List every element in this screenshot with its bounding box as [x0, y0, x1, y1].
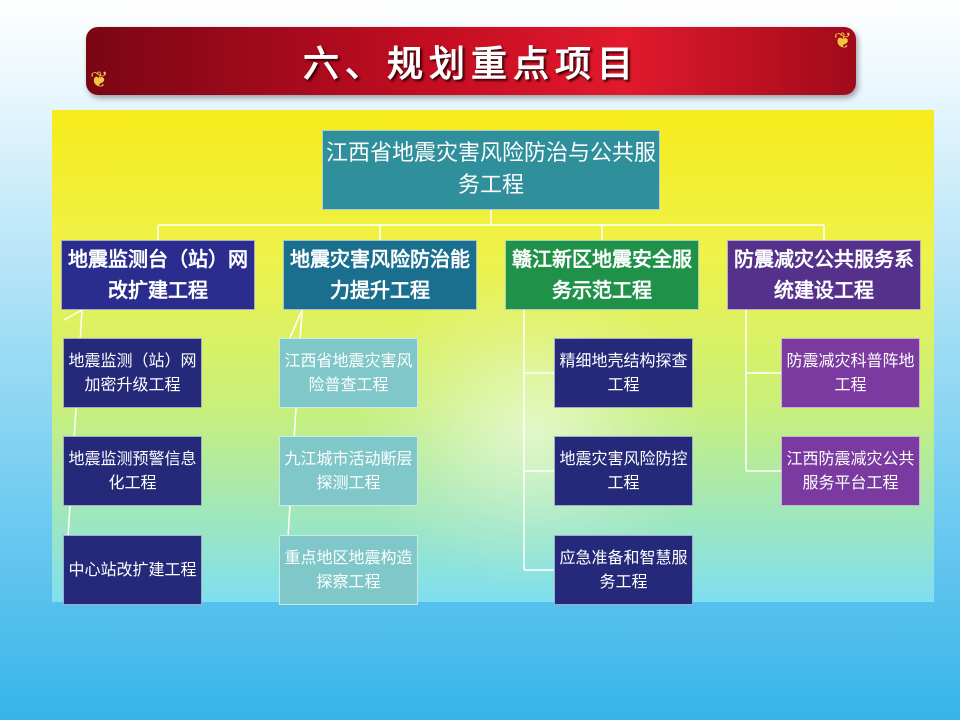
child-node-3-2: 地震灾害风险防控工程 [554, 436, 693, 506]
branch-node-ganjiang-demo: 赣江新区地震安全服务示范工程 [505, 240, 699, 310]
root-node: 江西省地震灾害风险防治与公共服务工程 [322, 130, 660, 210]
child-node-1-3: 中心站改扩建工程 [63, 535, 202, 605]
child-node-2-1: 江西省地震灾害风险普查工程 [279, 338, 418, 408]
title-bar: ❦ ❦ 六、规划重点项目 [86, 27, 856, 95]
child-node-4-1: 防震减灾科普阵地工程 [781, 338, 920, 408]
slide-title: 六、规划重点项目 [302, 44, 639, 85]
child-node-3-3: 应急准备和智慧服务工程 [554, 535, 693, 605]
child-node-1-1: 地震监测（站）网加密升级工程 [63, 338, 202, 408]
corner-ornament-icon: ❦ [90, 68, 109, 93]
child-node-1-2: 地震监测预警信息化工程 [63, 436, 202, 506]
branch-node-risk-prevention: 地震灾害风险防治能力提升工程 [283, 240, 477, 310]
connector-tick [63, 309, 83, 321]
corner-ornament-icon: ❦ [833, 29, 852, 54]
child-node-2-2: 九江城市活动断层探测工程 [279, 436, 418, 506]
branch-node-monitoring-network: 地震监测台（站）网改扩建工程 [61, 240, 255, 310]
connector-tick [288, 309, 303, 341]
branch-node-public-service: 防震减灾公共服务系统建设工程 [727, 240, 921, 310]
child-node-3-1: 精细地壳结构探查工程 [554, 338, 693, 408]
child-node-2-3: 重点地区地震构造探察工程 [279, 535, 418, 605]
child-node-4-2: 江西防震减灾公共服务平台工程 [781, 436, 920, 506]
